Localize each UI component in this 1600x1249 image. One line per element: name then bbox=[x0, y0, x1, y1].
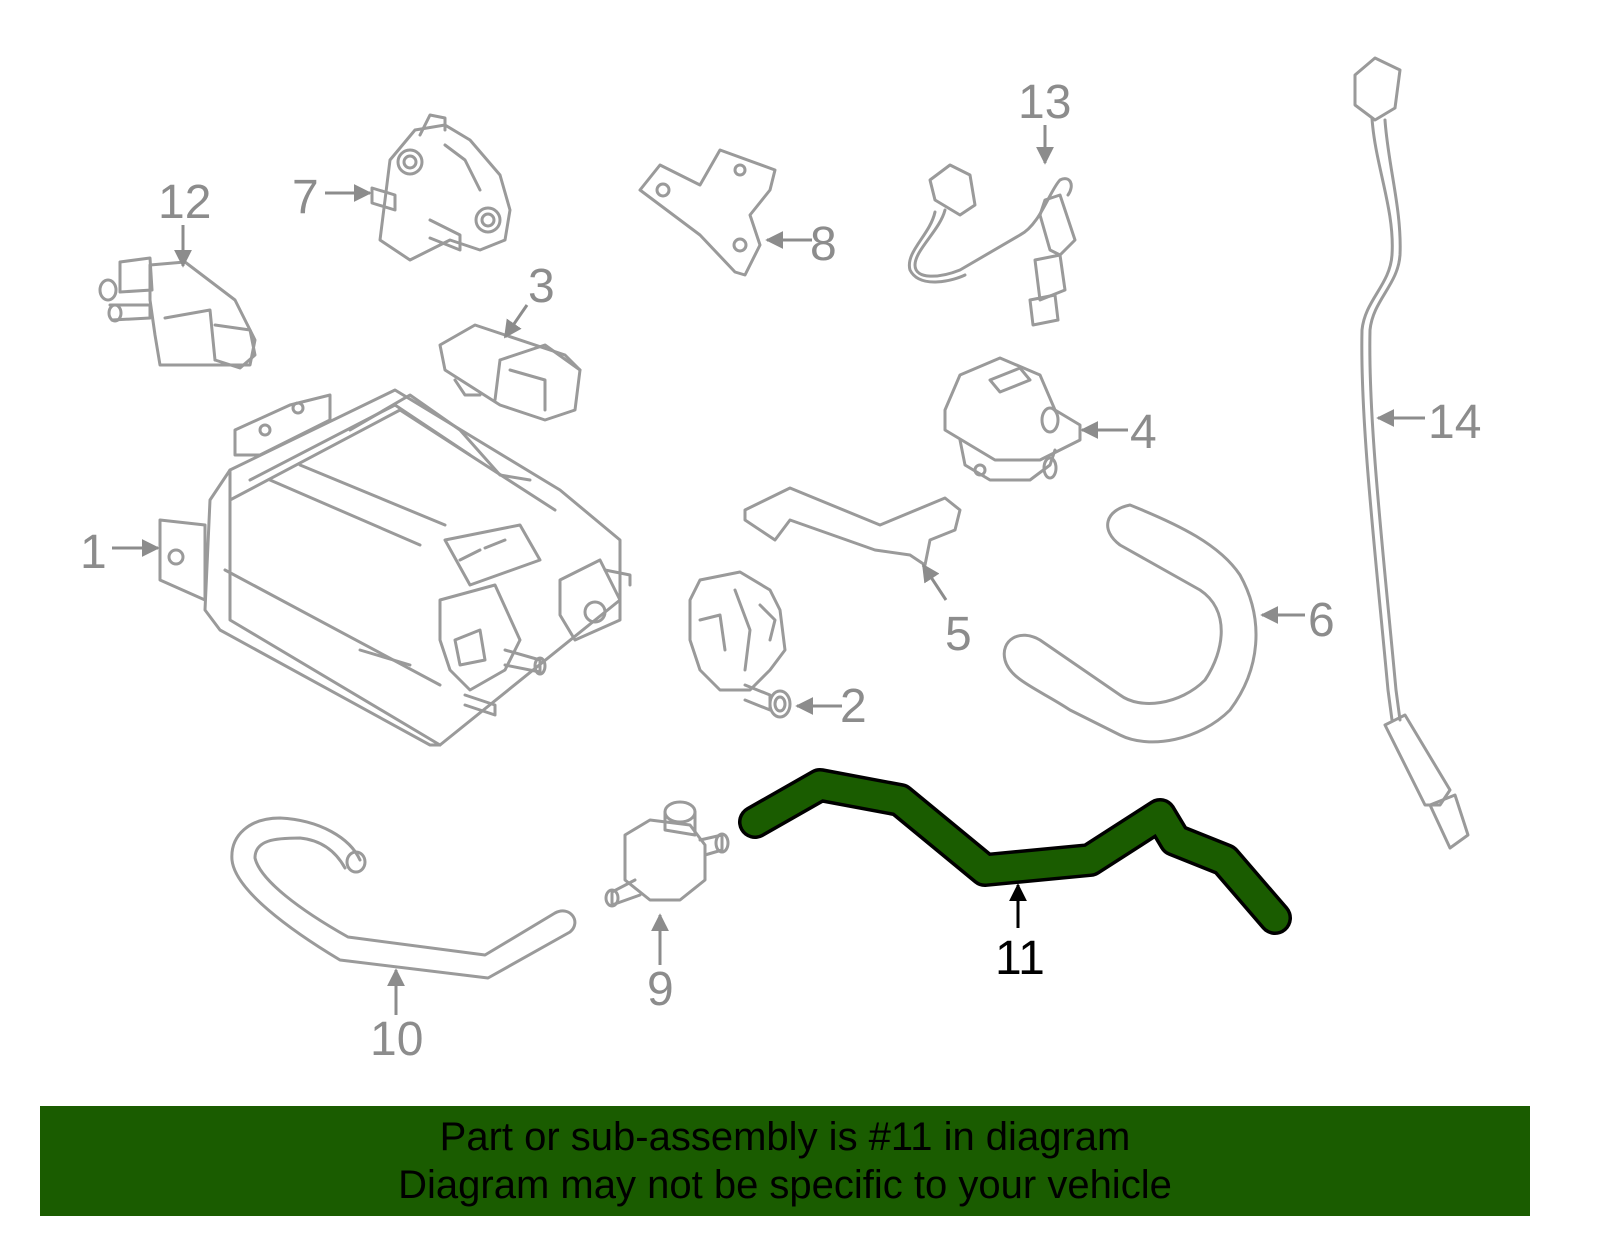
banner-background bbox=[40, 1106, 1530, 1216]
callout-label-1: 1 bbox=[80, 526, 107, 579]
part-3-sensor[interactable] bbox=[438, 323, 582, 422]
callout-label-4: 4 bbox=[1130, 406, 1157, 459]
banner-line-1: Part or sub-assembly is #11 in diagram bbox=[439, 1115, 1131, 1159]
callout-label-11: 11 bbox=[995, 932, 1045, 985]
part-9-check-valve[interactable] bbox=[604, 800, 730, 908]
callout-label-8: 8 bbox=[810, 218, 837, 271]
banner-line-2: Diagram may not be specific to your vehi… bbox=[398, 1163, 1172, 1207]
callout-label-14: 14 bbox=[1428, 396, 1481, 449]
callout-label-7: 7 bbox=[292, 171, 319, 224]
part-14-o2-sensor[interactable] bbox=[1353, 56, 1470, 850]
part-10-hose[interactable] bbox=[230, 816, 577, 980]
callout-label-12: 12 bbox=[158, 176, 211, 229]
part-11-hose-highlighted[interactable] bbox=[738, 768, 1292, 935]
callout-label-5: 5 bbox=[945, 608, 972, 661]
part-5-shield[interactable] bbox=[743, 486, 962, 567]
part-1-canister[interactable] bbox=[158, 388, 632, 747]
callout-label-3: 3 bbox=[528, 260, 555, 313]
part-2-valve[interactable] bbox=[688, 570, 792, 719]
callout-label-10: 10 bbox=[370, 1013, 423, 1066]
callout-label-6: 6 bbox=[1308, 594, 1335, 647]
callout-label-2: 2 bbox=[840, 680, 867, 733]
part-13-o2-sensor[interactable] bbox=[907, 163, 1077, 327]
part-12-solenoid[interactable] bbox=[98, 256, 257, 370]
part-7-solenoid[interactable] bbox=[370, 113, 512, 262]
info-banner: Part or sub-assembly is #11 in diagram D… bbox=[40, 1106, 1530, 1216]
callout-label-9: 9 bbox=[647, 963, 674, 1016]
part-8-bracket[interactable] bbox=[638, 148, 777, 277]
callout-label-13: 13 bbox=[1018, 76, 1071, 129]
part-6-hose[interactable] bbox=[1002, 503, 1258, 744]
part-4-pump[interactable] bbox=[943, 356, 1082, 482]
